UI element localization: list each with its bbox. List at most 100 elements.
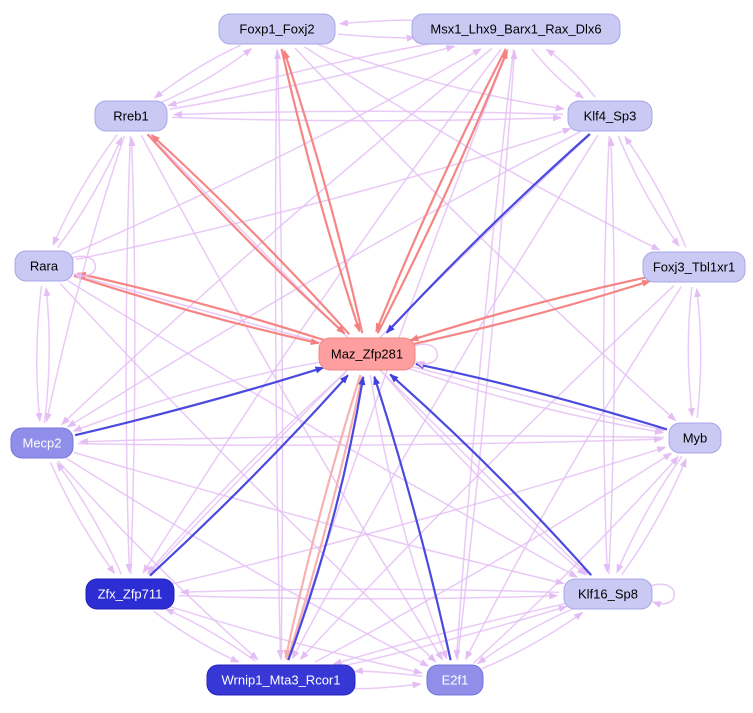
edge-mecp2-maz bbox=[74, 366, 325, 437]
node-label-msx1: Msx1_Lhx9_Barx1_Rax_Dlx6 bbox=[430, 22, 601, 37]
edge-klf16-myb bbox=[621, 458, 687, 576]
node-label-zfx: Zfx_Zfp711 bbox=[98, 587, 163, 602]
edge-foxj3-maz bbox=[409, 276, 647, 342]
node-box-e2f1 bbox=[426, 664, 484, 696]
node-box-rreb1 bbox=[94, 100, 168, 132]
edge-myb-foxj3 bbox=[694, 288, 702, 419]
edge-zfx-myb bbox=[172, 446, 667, 585]
edge-klf16-zfx bbox=[179, 588, 560, 596]
node-box-maz bbox=[318, 337, 416, 371]
edge-msx1-maz bbox=[375, 48, 507, 333]
node-box-klf4 bbox=[567, 100, 653, 132]
edge-maz-myb bbox=[406, 367, 664, 435]
edge-rreb1-e2f1 bbox=[140, 135, 444, 661]
edge-foxj3-e2f1 bbox=[465, 286, 683, 660]
edge-e2f1-klf16 bbox=[481, 611, 584, 670]
self-loop-maz bbox=[412, 343, 439, 368]
node-foxj3: Foxj3_Tbl1xr1 bbox=[642, 251, 746, 283]
node-label-foxj3: Foxj3_Tbl1xr1 bbox=[653, 260, 735, 275]
edge-myb-mecp2 bbox=[78, 435, 665, 446]
edge-foxj3-wrnip1 bbox=[299, 285, 675, 660]
edge-klf4-maz bbox=[385, 133, 591, 334]
edge-wrnip1-zfx bbox=[164, 608, 256, 662]
edge-rara-e2f1 bbox=[59, 283, 437, 663]
edge-wrnip1-maz bbox=[286, 375, 364, 661]
edge-maz-e2f1 bbox=[369, 374, 448, 660]
edge-msx1-foxp1 bbox=[338, 19, 417, 27]
edge-rara-rreb1 bbox=[56, 136, 123, 249]
edge-rreb1-rara bbox=[52, 134, 118, 246]
edge-foxj3-myb bbox=[687, 286, 695, 418]
edge-mecp2-zfx bbox=[49, 462, 116, 575]
node-label-klf16: Klf16_Sp8 bbox=[578, 587, 638, 602]
node-maz: Maz_Zfp281 bbox=[318, 337, 416, 371]
edge-klf4-mecp2 bbox=[66, 130, 581, 428]
edge-foxp1-msx1 bbox=[337, 33, 416, 42]
edge-rreb1-klf4 bbox=[171, 114, 563, 122]
node-label-klf4: Klf4_Sp3 bbox=[584, 109, 637, 124]
edge-wrnip1-maz bbox=[287, 375, 366, 661]
edge-klf4-foxj3 bbox=[617, 135, 680, 247]
edge-maz-zfx bbox=[146, 372, 346, 575]
node-box-mecp2 bbox=[10, 427, 74, 459]
edge-rreb1-foxp1 bbox=[160, 48, 253, 104]
node-msx1: Msx1_Lhx9_Barx1_Rax_Dlx6 bbox=[411, 13, 621, 45]
self-loop-rara bbox=[70, 255, 97, 280]
node-box-rara bbox=[14, 250, 74, 282]
edge-foxj3-klf4 bbox=[624, 135, 687, 248]
edge-maz-mecp2 bbox=[72, 361, 319, 432]
edge-maz-wrnip1 bbox=[283, 374, 362, 660]
edge-msx1-klf4 bbox=[531, 48, 585, 99]
edge-maz-rara bbox=[76, 271, 327, 342]
edge-wrnip1-klf16 bbox=[339, 605, 568, 668]
edge-klf4-klf16 bbox=[602, 135, 611, 573]
edge-foxp1-rreb1 bbox=[153, 44, 241, 99]
self-loop-klf16 bbox=[649, 583, 676, 608]
node-klf4: Klf4_Sp3 bbox=[567, 100, 653, 132]
edge-klf16-wrnip1 bbox=[332, 602, 566, 666]
node-label-wrnip1: Wrnip1_Mta3_Rcor1 bbox=[222, 673, 341, 688]
node-label-foxp1: Foxp1_Foxj2 bbox=[239, 22, 314, 37]
node-label-rreb1: Rreb1 bbox=[113, 109, 148, 124]
edge-e2f1-msx1 bbox=[456, 50, 518, 661]
edge-e2f1-wrnip1 bbox=[353, 667, 423, 678]
node-box-foxp1 bbox=[218, 13, 336, 45]
edge-mecp2-e2f1 bbox=[65, 457, 430, 667]
edge-foxp1-klf4 bbox=[317, 43, 565, 112]
edge-foxp1-wrnip1 bbox=[274, 48, 284, 659]
edge-rara-maz bbox=[73, 274, 320, 345]
edge-zfx-wrnip1 bbox=[153, 610, 240, 663]
edge-e2f1-myb bbox=[472, 456, 679, 664]
edge-rara-klf16 bbox=[67, 279, 578, 578]
edge-maz-msx1 bbox=[376, 49, 509, 334]
node-rreb1: Rreb1 bbox=[94, 100, 168, 132]
edge-foxp1-maz bbox=[280, 48, 361, 333]
node-box-myb bbox=[668, 422, 722, 454]
node-box-foxj3 bbox=[642, 251, 746, 283]
node-klf16: Klf16_Sp8 bbox=[563, 578, 653, 610]
edge-mecp2-rara bbox=[43, 287, 51, 424]
node-e2f1: E2f1 bbox=[426, 664, 484, 696]
edge-klf16-maz bbox=[389, 373, 593, 576]
edge-klf4-wrnip1 bbox=[291, 134, 599, 660]
node-zfx: Zfx_Zfp711 bbox=[85, 578, 175, 610]
edge-klf4-rreb1 bbox=[172, 110, 564, 118]
edge-msx1-rreb1 bbox=[167, 41, 437, 107]
edge-msx1-zfx bbox=[142, 48, 502, 574]
node-label-e2f1: E2f1 bbox=[442, 673, 469, 688]
edge-zfx-rreb1 bbox=[128, 137, 136, 575]
edge-wrnip1-foxp1 bbox=[274, 50, 284, 661]
edge-rara-msx1 bbox=[70, 48, 482, 255]
edge-msx1-mecp2 bbox=[60, 47, 493, 426]
node-label-rara: Rara bbox=[30, 259, 59, 274]
node-myb: Myb bbox=[668, 422, 722, 454]
edge-klf16-klf4 bbox=[607, 137, 616, 575]
edge-maz-foxp1 bbox=[283, 49, 364, 334]
edge-maz-foxj3 bbox=[413, 279, 652, 345]
edge-klf16-e2f1 bbox=[476, 607, 575, 665]
node-label-myb: Myb bbox=[683, 431, 708, 446]
edge-rreb1-maz bbox=[146, 133, 346, 335]
edge-zfx-klf16 bbox=[178, 592, 559, 600]
node-rara: Rara bbox=[14, 250, 74, 282]
